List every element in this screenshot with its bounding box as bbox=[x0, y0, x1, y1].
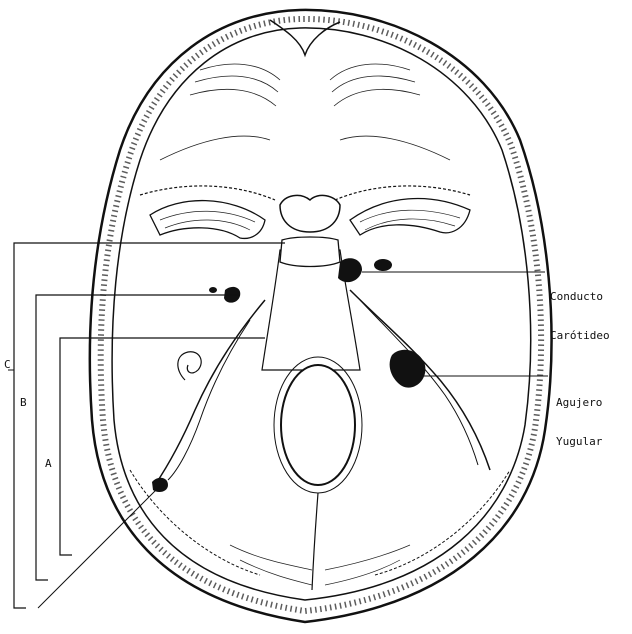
dorsum-sellae bbox=[280, 237, 340, 267]
bracket-letter-b: B bbox=[20, 396, 27, 409]
sella-turcica bbox=[280, 195, 340, 232]
foramen-magnum bbox=[281, 365, 355, 485]
bracket-letter-c: C bbox=[4, 358, 11, 371]
label-agujero-yugular: Agujero Yugular bbox=[556, 370, 602, 474]
jugular-foramen-right bbox=[390, 350, 426, 388]
occipital-crest bbox=[312, 493, 318, 590]
right-lesser-wing bbox=[350, 199, 470, 235]
anterior-fossa-hatching bbox=[160, 64, 450, 160]
lower-left-pointer-line bbox=[38, 486, 160, 608]
label-agujero-line2: Yugular bbox=[556, 435, 602, 448]
posterior-fossa-hatching bbox=[230, 545, 410, 585]
left-petrous-ridge-inner bbox=[168, 320, 250, 480]
carotid-canal-right-small bbox=[374, 259, 392, 271]
bracket-letter-a: A bbox=[45, 457, 52, 470]
label-conducto-carotideo: Conducto Carótideo bbox=[550, 264, 610, 368]
label-conducto-line2: Carótideo bbox=[550, 329, 610, 342]
label-agujero-line1: Agujero bbox=[556, 396, 602, 409]
skull-inner-contour bbox=[112, 28, 531, 600]
carotid-canal-right bbox=[338, 258, 362, 282]
skull-diploe-band bbox=[101, 19, 541, 611]
foramen-left-small bbox=[209, 287, 217, 293]
frontal-crest bbox=[270, 20, 340, 55]
left-petrous-ridge bbox=[155, 300, 265, 485]
jugular-foramen-left bbox=[152, 478, 168, 492]
inner-ear-spiral bbox=[178, 352, 201, 380]
left-lesser-wing bbox=[150, 201, 265, 239]
label-conducto-line1: Conducto bbox=[550, 290, 610, 303]
